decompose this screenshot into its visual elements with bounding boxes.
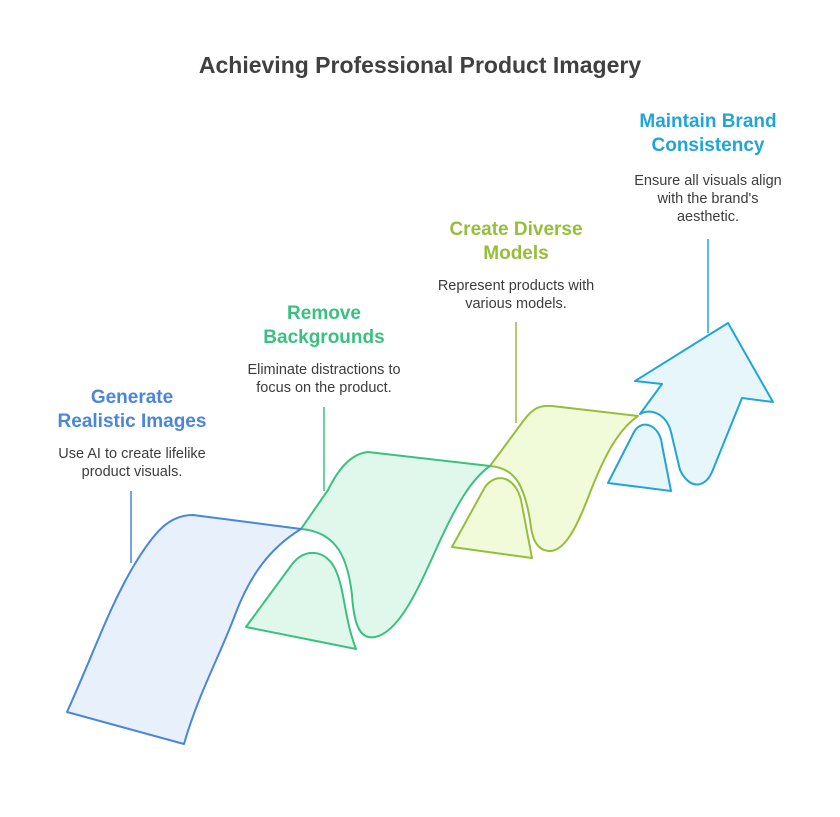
step4-desc-line2: with the brand's	[657, 191, 759, 207]
step4-desc-line1: Ensure all visuals align	[634, 173, 782, 189]
step1-description: Use AI to create lifelike product visual…	[30, 445, 234, 481]
step4-arrow-fold	[607, 423, 672, 492]
step1-title-line2: Realistic Images	[57, 411, 207, 432]
step3-desc-line1: Represent products with	[437, 278, 595, 294]
step2-ribbon-band	[300, 451, 491, 639]
step3-description: Represent products with various models.	[414, 277, 618, 313]
step1-desc-line2: product visuals.	[81, 464, 183, 480]
step3-title-line1: Create Diverse	[449, 219, 583, 240]
step3-title-line2: Models	[483, 243, 549, 264]
step2-title-line2: Backgrounds	[263, 327, 385, 348]
step4-title: Maintain Brand Consistency	[606, 110, 810, 158]
step3-ribbon-band	[489, 404, 639, 553]
step1-title-line1: Generate	[90, 387, 174, 408]
step4-title-line1: Maintain Brand	[639, 111, 777, 132]
step2-ribbon-fold	[245, 551, 357, 650]
diagram-title: Achieving Professional Product Imagery	[198, 52, 642, 78]
step1-title: Generate Realistic Images	[30, 386, 234, 434]
step3-ribbon-fold	[451, 477, 533, 559]
step1-ribbon-band	[66, 514, 302, 745]
step2-title-line1: Remove	[287, 303, 361, 324]
step4-description: Ensure all visuals align with the brand'…	[606, 172, 810, 226]
step4-desc-line3: aesthetic.	[676, 209, 740, 225]
step3-title: Create Diverse Models	[414, 218, 618, 266]
step3-desc-line2: various models.	[465, 296, 567, 312]
step2-title: Remove Backgrounds	[222, 302, 426, 350]
step2-description: Eliminate distractions to focus on the p…	[222, 361, 426, 397]
step2-desc-line2: focus on the product.	[256, 380, 392, 396]
step1-desc-line1: Use AI to create lifelike	[58, 446, 206, 462]
step4-title-line2: Consistency	[651, 135, 765, 156]
step4-arrow-head	[634, 322, 774, 486]
step2-desc-line1: Eliminate distractions to	[247, 362, 401, 378]
